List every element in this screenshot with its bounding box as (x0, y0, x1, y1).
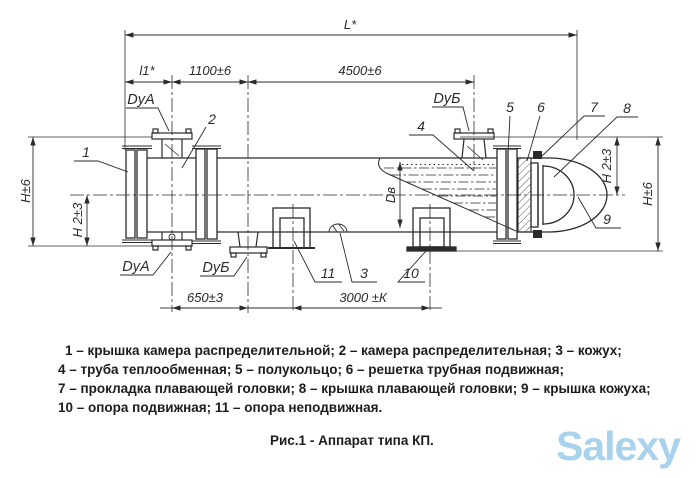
part-label-2: 2 (207, 111, 216, 127)
dim-overall-length: L* (344, 17, 357, 32)
nozzle-label-dya-bottom: DуА (122, 259, 149, 275)
parts-legend: 1 – крышка камера распределительной; 2 –… (58, 341, 651, 417)
legend-line-4: 10 – опора подвижная; 11 – опора неподви… (58, 400, 383, 415)
dim-height-right: Н±6 (640, 181, 655, 206)
dim-height2-left: Н 2±3 (70, 202, 85, 237)
nozzle-label-dya-top: DуА (127, 92, 154, 108)
legend-line-1: 1 – крышка камера распределительной; 2 –… (65, 343, 622, 358)
flange-bolts (122, 145, 521, 244)
salexy-watermark: Salexy (556, 423, 681, 469)
tube-cutaway (378, 157, 517, 232)
dim-height-left: Н±6 (18, 178, 33, 203)
floating-head-bolts (533, 151, 542, 238)
centerlines (70, 75, 625, 313)
dim-left-offset: l1* (139, 63, 155, 78)
dim-650: 650±3 (187, 290, 224, 305)
part-label-8: 8 (623, 100, 631, 116)
part-label-3: 3 (360, 265, 368, 281)
part-label-4: 4 (417, 118, 425, 134)
dim-inner-diameter: Dв (383, 187, 398, 203)
figure-caption: Рис.1 - Аппарат типа КП. (270, 433, 434, 448)
nozzle-label-dyb-bottom: DуБ (202, 260, 229, 276)
legend-line-3: 7 – прокладка плавающей головки; 8 – кры… (58, 381, 651, 396)
dim-4500: 4500±6 (338, 63, 382, 78)
supports (268, 207, 457, 252)
dim-1100: 1100±6 (189, 63, 232, 78)
nozzle-label-dyb-top: DуБ (433, 91, 460, 107)
vessel-body (125, 148, 608, 240)
dimension-lines (30, 32, 661, 311)
part-label-7: 7 (590, 99, 599, 115)
dim-height2-right: Н 2±3 (599, 148, 614, 183)
part-label-9: 9 (603, 211, 611, 227)
legend-line-2: 4 – труба теплообменная; 5 – полукольцо;… (58, 362, 564, 377)
dim-3000: 3000 ±К (339, 290, 388, 305)
part-label-6: 6 (537, 99, 545, 115)
part-label-1: 1 (82, 144, 90, 160)
tube-sheet (517, 157, 532, 233)
nozzles (151, 128, 495, 258)
part-label-11: 11 (321, 265, 336, 281)
part-label-5: 5 (506, 99, 514, 115)
leader-lines (74, 106, 638, 283)
shell-boss (328, 223, 348, 233)
part-label-10: 10 (403, 265, 419, 281)
technical-drawing: L* l1* 1100±6 4500±6 650±3 3000 ±К Н±6 Н… (18, 17, 663, 313)
